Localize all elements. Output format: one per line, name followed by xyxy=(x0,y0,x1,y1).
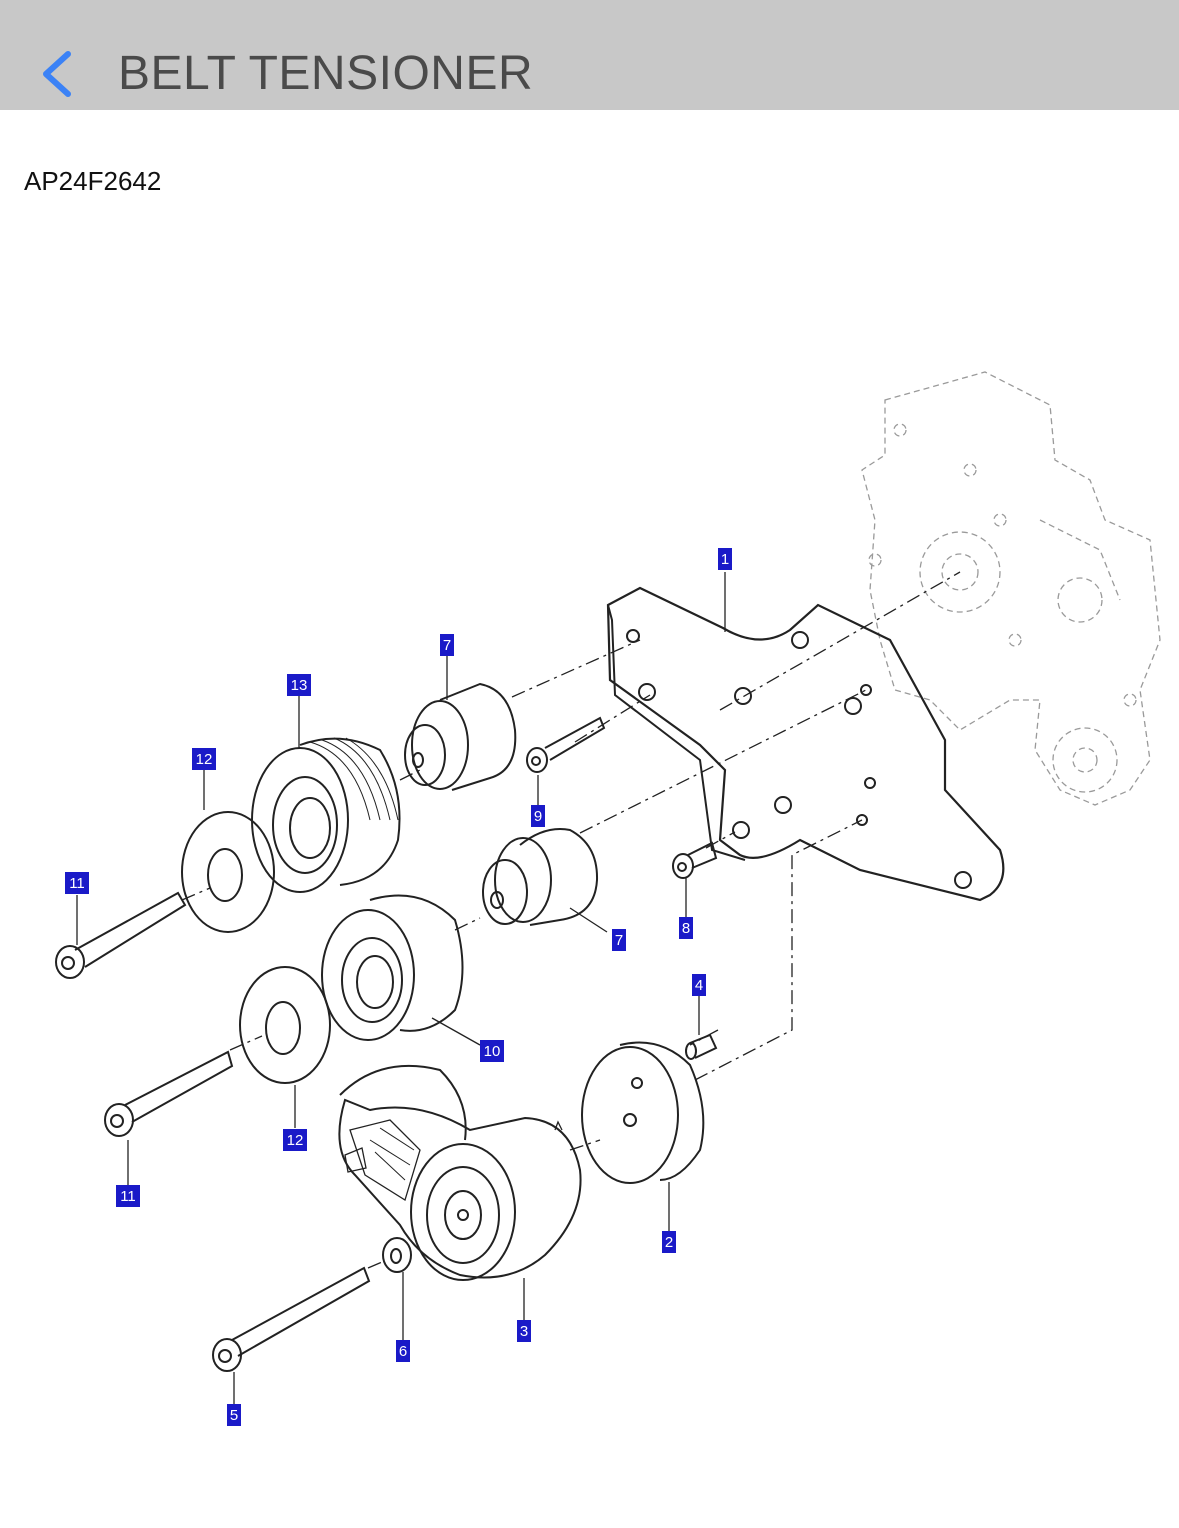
part-code: AP24F2642 xyxy=(24,166,162,196)
callout-7-lower[interactable]: 7 xyxy=(612,929,626,951)
callout-label: 1 xyxy=(721,551,729,568)
callout-label: 12 xyxy=(287,1132,304,1149)
callout-10[interactable]: 10 xyxy=(480,1040,504,1062)
bolt-long xyxy=(212,1266,371,1372)
washer-small xyxy=(382,1237,412,1273)
callout-label: 11 xyxy=(69,875,85,892)
back-button[interactable] xyxy=(28,36,88,112)
callout-label: 4 xyxy=(695,977,703,994)
bolt-lower xyxy=(104,1050,234,1137)
washer-lower xyxy=(239,966,331,1084)
spacer-disc xyxy=(581,1041,705,1184)
callout-3[interactable]: 3 xyxy=(517,1320,531,1342)
alignment-axes xyxy=(181,571,961,1269)
callout-8[interactable]: 8 xyxy=(679,917,693,939)
callout-leaders xyxy=(76,572,726,1405)
chevron-left-icon xyxy=(43,51,71,97)
callout-label: 2 xyxy=(665,1234,673,1251)
callout-label: 10 xyxy=(484,1043,501,1060)
callout-5[interactable]: 5 xyxy=(227,1404,241,1426)
callout-9[interactable]: 9 xyxy=(531,805,545,827)
engine-block-ghost xyxy=(861,371,1161,806)
washer-upper xyxy=(181,811,275,933)
callout-6[interactable]: 6 xyxy=(396,1340,410,1362)
bolt-upper xyxy=(55,891,187,979)
bolt-9 xyxy=(526,716,606,773)
callout-7-upper[interactable]: 7 xyxy=(440,634,454,656)
page-title: BELT TENSIONER xyxy=(118,47,534,100)
callout-11-upper[interactable]: 11 xyxy=(65,872,89,894)
callout-label: 3 xyxy=(520,1323,528,1340)
callout-label: 6 xyxy=(399,1343,407,1360)
callout-label: 13 xyxy=(291,677,308,694)
mounting-bracket xyxy=(606,586,1005,902)
callout-label: 7 xyxy=(615,932,623,949)
spacer-upper xyxy=(404,682,517,791)
callout-13[interactable]: 13 xyxy=(287,674,311,696)
callout-label: 5 xyxy=(230,1407,238,1424)
app-header: BELT TENSIONER xyxy=(0,0,1179,110)
callout-2[interactable]: 2 xyxy=(662,1231,676,1253)
bolt-8 xyxy=(672,841,718,879)
idler-pulley xyxy=(321,894,464,1041)
dowel-pin xyxy=(685,1033,718,1060)
callout-label: 8 xyxy=(682,920,690,937)
callout-12-lower[interactable]: 12 xyxy=(283,1129,307,1151)
callout-11-lower[interactable]: 11 xyxy=(116,1185,140,1207)
spacer-lower xyxy=(482,828,599,926)
callout-label: 12 xyxy=(196,751,213,768)
callout-4[interactable]: 4 xyxy=(692,974,706,996)
callout-1[interactable]: 1 xyxy=(718,548,732,570)
callout-label: 7 xyxy=(443,637,451,654)
callout-label: 11 xyxy=(120,1188,136,1205)
callout-label: 9 xyxy=(534,808,542,825)
exploded-parts-diagram: 1 7 13 12 9 11 7 8 4 10 12 11 2 3 6 5 xyxy=(55,371,1161,1426)
callout-12-upper[interactable]: 12 xyxy=(192,748,216,770)
tensioner-assembly xyxy=(338,1064,582,1281)
